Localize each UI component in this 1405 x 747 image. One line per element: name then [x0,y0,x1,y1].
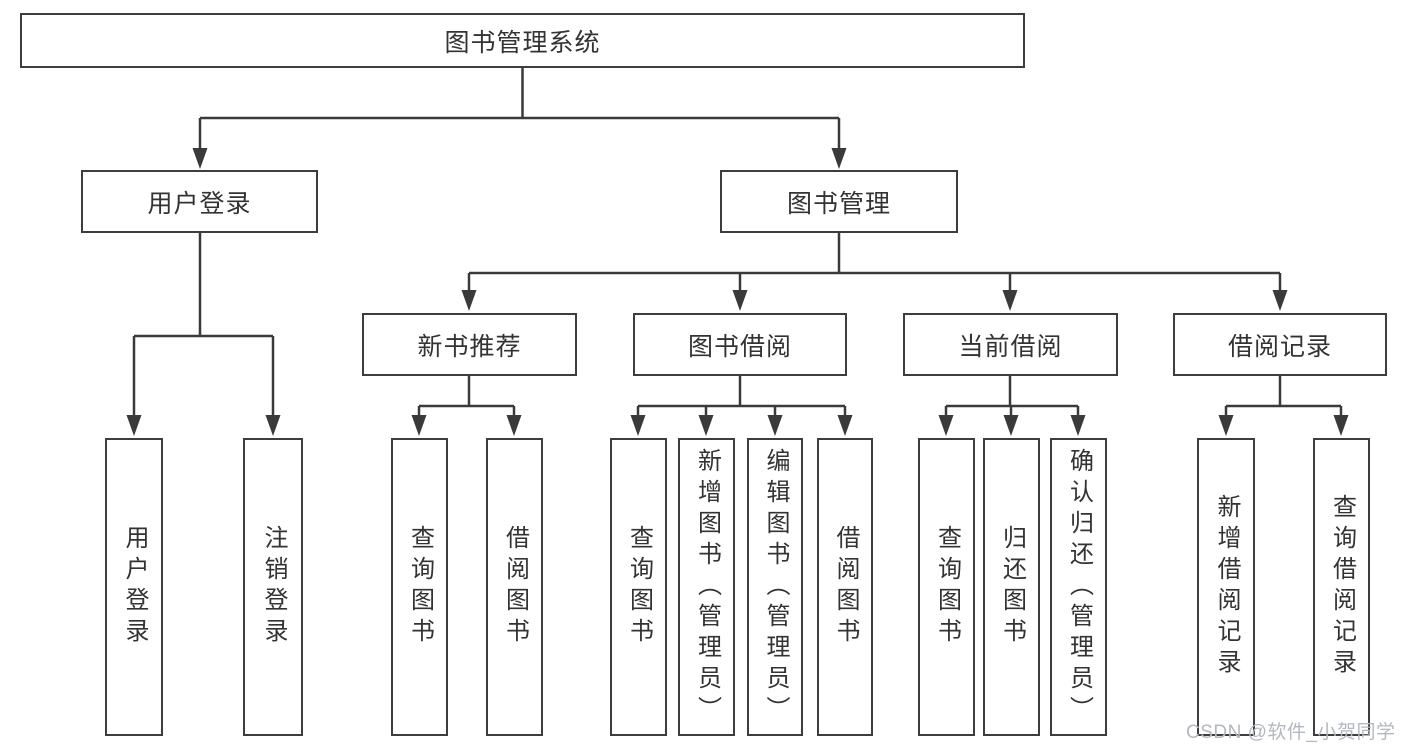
node-book-management-label: 图书管理 [786,189,891,218]
leaf-query-books-recommend: 查询图书 [391,438,448,736]
node-book-management: 图书管理 [720,170,958,233]
node-current-borrowing: 当前借阅 [903,313,1118,376]
node-book-borrowing-label: 图书借阅 [687,332,792,361]
node-user-login: 用户登录 [81,170,318,233]
node-new-book-recommend: 新书推荐 [362,313,577,376]
leaf-confirm-return-admin: 确认归还（管理员） [1050,438,1107,736]
leaf-user-login: 用户登录 [105,438,163,736]
node-borrowing-records-label: 借阅记录 [1227,332,1332,361]
node-user-login-label: 用户登录 [147,189,252,218]
node-borrowing-records: 借阅记录 [1173,313,1387,376]
leaf-query-books-current: 查询图书 [918,438,975,736]
node-book-borrowing: 图书借阅 [633,313,847,376]
leaf-borrow-books: 借阅图书 [817,438,873,736]
leaf-query-borrow-record: 查询借阅记录 [1313,438,1370,736]
node-current-borrowing-label: 当前借阅 [958,332,1063,361]
node-new-book-recommend-label: 新书推荐 [417,332,522,361]
leaf-add-borrow-record: 新增借阅记录 [1197,438,1255,736]
node-root-label: 图书管理系统 [444,28,601,57]
leaf-logout: 注销登录 [243,438,303,736]
leaf-add-books-admin: 新增图书（管理员） [678,438,735,736]
leaf-edit-books-admin: 编辑图书（管理员） [747,438,803,736]
arrowheads [126,148,1349,436]
leaf-borrow-books-recommend: 借阅图书 [486,438,543,736]
leaf-return-books: 归还图书 [983,438,1040,736]
csdn-watermark: CSDN @软件_小贺同学 [1186,722,1396,743]
leaf-query-books-borrowing: 查询图书 [610,438,667,736]
node-root-system: 图书管理系统 [20,13,1025,68]
